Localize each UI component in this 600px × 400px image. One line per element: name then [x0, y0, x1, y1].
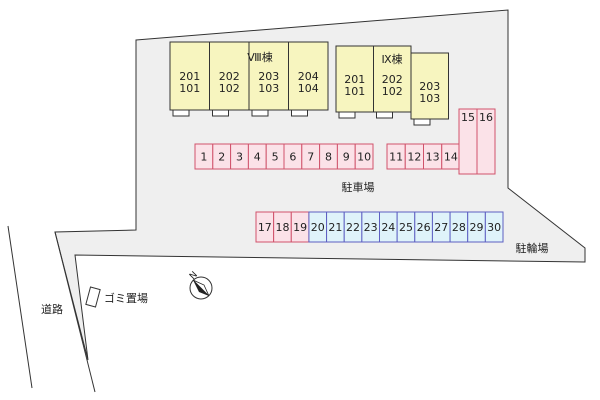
- unit-number-upper: 202: [382, 73, 403, 86]
- parking-space: 30: [484, 211, 504, 243]
- parking-number: 24: [381, 221, 395, 234]
- road-label: 道路: [41, 302, 63, 316]
- unit-number-lower: 103: [419, 92, 440, 105]
- unit-number-upper: 202: [219, 70, 240, 83]
- parking-space: 18: [273, 211, 292, 243]
- parking-number: 16: [479, 111, 493, 124]
- bicycle-parking-box: [512, 240, 552, 256]
- parking-number: 3: [236, 151, 243, 164]
- parking-number: 15: [461, 111, 475, 124]
- parking-number: 20: [311, 221, 325, 234]
- parking-number: 8: [325, 151, 332, 164]
- parking-number: 17: [258, 221, 272, 234]
- parking-number: 27: [434, 221, 448, 234]
- parking-space: 1: [194, 143, 214, 170]
- parking-space: 2: [212, 143, 232, 170]
- parking-space: 5: [265, 143, 285, 170]
- bicycle-parking-label: 駐輪場: [516, 241, 549, 255]
- unit-number-lower: 104: [298, 82, 319, 95]
- garbage-area: [85, 286, 101, 308]
- building-name: Ⅷ棟: [247, 50, 273, 64]
- parking-space: 13: [423, 143, 443, 170]
- parking-number: 19: [293, 221, 307, 234]
- parking-space: 15: [458, 108, 478, 175]
- parking-space: 22: [343, 211, 363, 243]
- parking-number: 12: [407, 151, 421, 164]
- parking-number: 6: [289, 151, 296, 164]
- parking-space: 12: [404, 143, 424, 170]
- parking-space: 19: [290, 211, 310, 243]
- parking-space: 24: [379, 211, 398, 243]
- parking-space: 17: [255, 211, 275, 243]
- parking-space: 20: [308, 211, 328, 243]
- parking-space: 7: [301, 143, 321, 170]
- parking-space: 14: [441, 143, 461, 170]
- north-label: N: [188, 270, 200, 282]
- parking-space: 27: [431, 211, 451, 243]
- parking-number: 1: [200, 151, 207, 164]
- parking-space: 26: [414, 211, 433, 243]
- parking-number: 18: [275, 221, 289, 234]
- parking-number: 29: [470, 221, 484, 234]
- unit-number-lower: 102: [382, 85, 403, 98]
- unit-number-upper: 203: [258, 70, 279, 83]
- road-edge-line: [7, 225, 33, 389]
- parking-number: 4: [254, 151, 261, 164]
- unit-number-lower: 101: [179, 82, 200, 95]
- parking-space: 29: [467, 211, 486, 243]
- parking-label: 駐車場: [342, 180, 375, 194]
- parking-number: 2: [218, 151, 225, 164]
- unit-number-lower: 103: [258, 82, 279, 95]
- parking-space: 10: [354, 143, 374, 170]
- parking-number: 14: [444, 151, 458, 164]
- unit-number-upper: 204: [298, 70, 319, 83]
- parking-space: 9: [336, 143, 356, 170]
- unit-number-lower: 102: [219, 82, 240, 95]
- parking-number: 13: [426, 151, 440, 164]
- parking-number: 25: [399, 221, 413, 234]
- garbage-label: ゴミ置場: [104, 291, 148, 305]
- parking-number: 26: [417, 221, 431, 234]
- parking-number: 10: [357, 151, 371, 164]
- unit-number-lower: 101: [344, 85, 365, 98]
- parking-space: 8: [319, 143, 338, 170]
- unit-number-upper: 201: [179, 70, 200, 83]
- road-edge-line: [54, 231, 96, 393]
- parking-number: 5: [272, 151, 279, 164]
- parking-space: 28: [449, 211, 469, 243]
- parking-space: 25: [396, 211, 416, 243]
- parking-space: 3: [230, 143, 249, 170]
- parking-space: 23: [361, 211, 381, 243]
- north-arrow-icon: N: [188, 270, 213, 300]
- parking-number: 21: [328, 221, 342, 234]
- parking-number: 7: [307, 151, 314, 164]
- parking-number: 9: [343, 151, 350, 164]
- parking-space: 16: [476, 108, 496, 175]
- parking-number: 28: [452, 221, 466, 234]
- parking-space: 11: [386, 143, 406, 170]
- parking-number: 22: [346, 221, 360, 234]
- parking-space: 21: [326, 211, 345, 243]
- unit-number-upper: 203: [419, 80, 440, 93]
- parking-number: 30: [487, 221, 501, 234]
- building-name: Ⅸ棟: [381, 52, 402, 66]
- parking-space: 4: [247, 143, 267, 170]
- parking-number: 11: [389, 151, 403, 164]
- unit-number-upper: 201: [344, 73, 365, 86]
- parking-space: 6: [283, 143, 303, 170]
- parking-number: 23: [364, 221, 378, 234]
